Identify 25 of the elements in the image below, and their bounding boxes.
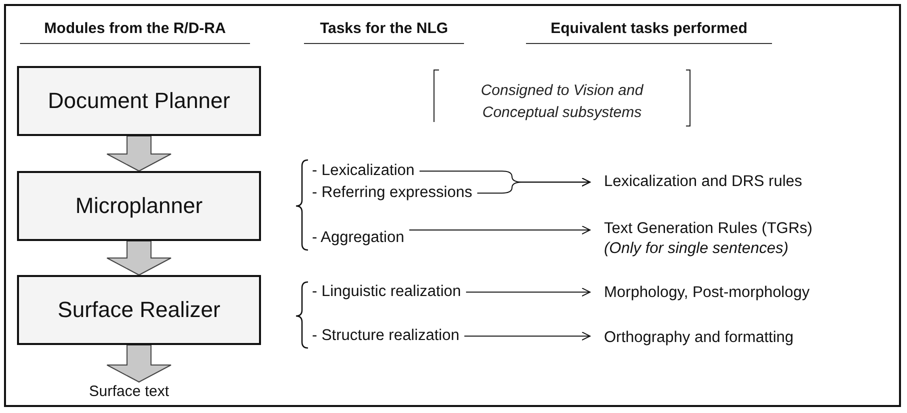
task-label: - Linguistic realization xyxy=(312,282,462,302)
equivalent-task-label: Lexicalization and DRS rules xyxy=(604,172,802,192)
module-box: Microplanner xyxy=(17,171,261,241)
task-label: - Referring expressions xyxy=(312,183,472,204)
note-text: (Only for single sentences) xyxy=(604,239,790,260)
column-header: Tasks for the NLG xyxy=(304,20,464,44)
block-arrow xyxy=(106,136,172,172)
equivalent-task-label: Morphology, Post-morphology xyxy=(604,283,810,304)
arrow xyxy=(476,178,590,194)
module-box: Surface Realizer xyxy=(17,275,261,345)
output-label: Surface text xyxy=(89,382,170,402)
task-label: - Structure realization xyxy=(312,326,460,346)
block-arrow xyxy=(106,344,172,383)
equivalent-task-label: Orthography and formatting xyxy=(604,328,794,348)
arrow xyxy=(466,288,590,297)
column-header: Equivalent tasks performed xyxy=(526,20,772,44)
column-header: Modules from the R/D-RA xyxy=(20,20,250,44)
block-arrow xyxy=(106,240,172,276)
arrow xyxy=(408,226,590,234)
note-text: Consigned to Vision and Conceptual subsystems xyxy=(480,81,644,123)
arrow xyxy=(464,332,590,341)
task-label: - Lexicalization xyxy=(312,161,415,182)
module-box: Document Planner xyxy=(17,66,261,136)
task-label: - Aggregation xyxy=(312,228,404,248)
equivalent-task-label: Text Generation Rules (TGRs) xyxy=(604,219,812,239)
